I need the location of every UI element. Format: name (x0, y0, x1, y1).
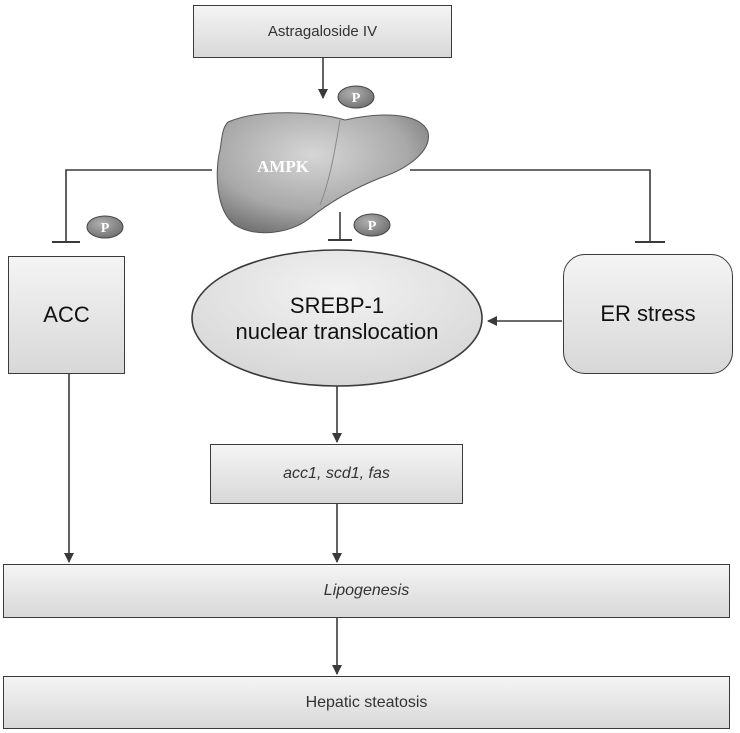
liver-lobe-line (319, 119, 341, 206)
er-stress-label: ER stress (600, 301, 696, 326)
srebp-label-line2: nuclear translocation (235, 319, 439, 344)
steatosis-label: Hepatic steatosis (305, 693, 428, 711)
phospho-badge-srebp: P (353, 213, 391, 237)
astragaloside-label: Astragaloside IV (267, 23, 378, 40)
astragaloside-node: Astragaloside IV (193, 5, 452, 58)
acc-label: ACC (43, 302, 90, 327)
inhibit-ampk-to-er (410, 169, 651, 242)
genes-node: acc1, scd1, fas (210, 444, 463, 504)
phospho-badge-acc: P (86, 215, 124, 239)
steatosis-node: Hepatic steatosis (3, 676, 730, 729)
inhibit-ampk-to-acc (65, 169, 212, 242)
srebp-label-line1: SREBP-1 (289, 293, 385, 318)
phospho-badge-top-label: P (352, 91, 361, 106)
lipogenesis-label: Lipogenesis (323, 582, 410, 599)
phospho-badge-srebp-label: P (368, 219, 377, 234)
genes-label: acc1, scd1, fas (283, 465, 390, 482)
er-stress-node: ER stress (563, 254, 733, 374)
ampk-label: AMPK (257, 157, 309, 176)
phospho-badge-top: P (337, 85, 375, 109)
lipogenesis-node: Lipogenesis (3, 564, 730, 618)
liver-icon (216, 112, 429, 234)
phospho-badge-acc-label: P (101, 221, 110, 236)
acc-node: ACC (8, 256, 125, 374)
srebp-node: SREBP-1 nuclear translocation (205, 284, 469, 354)
